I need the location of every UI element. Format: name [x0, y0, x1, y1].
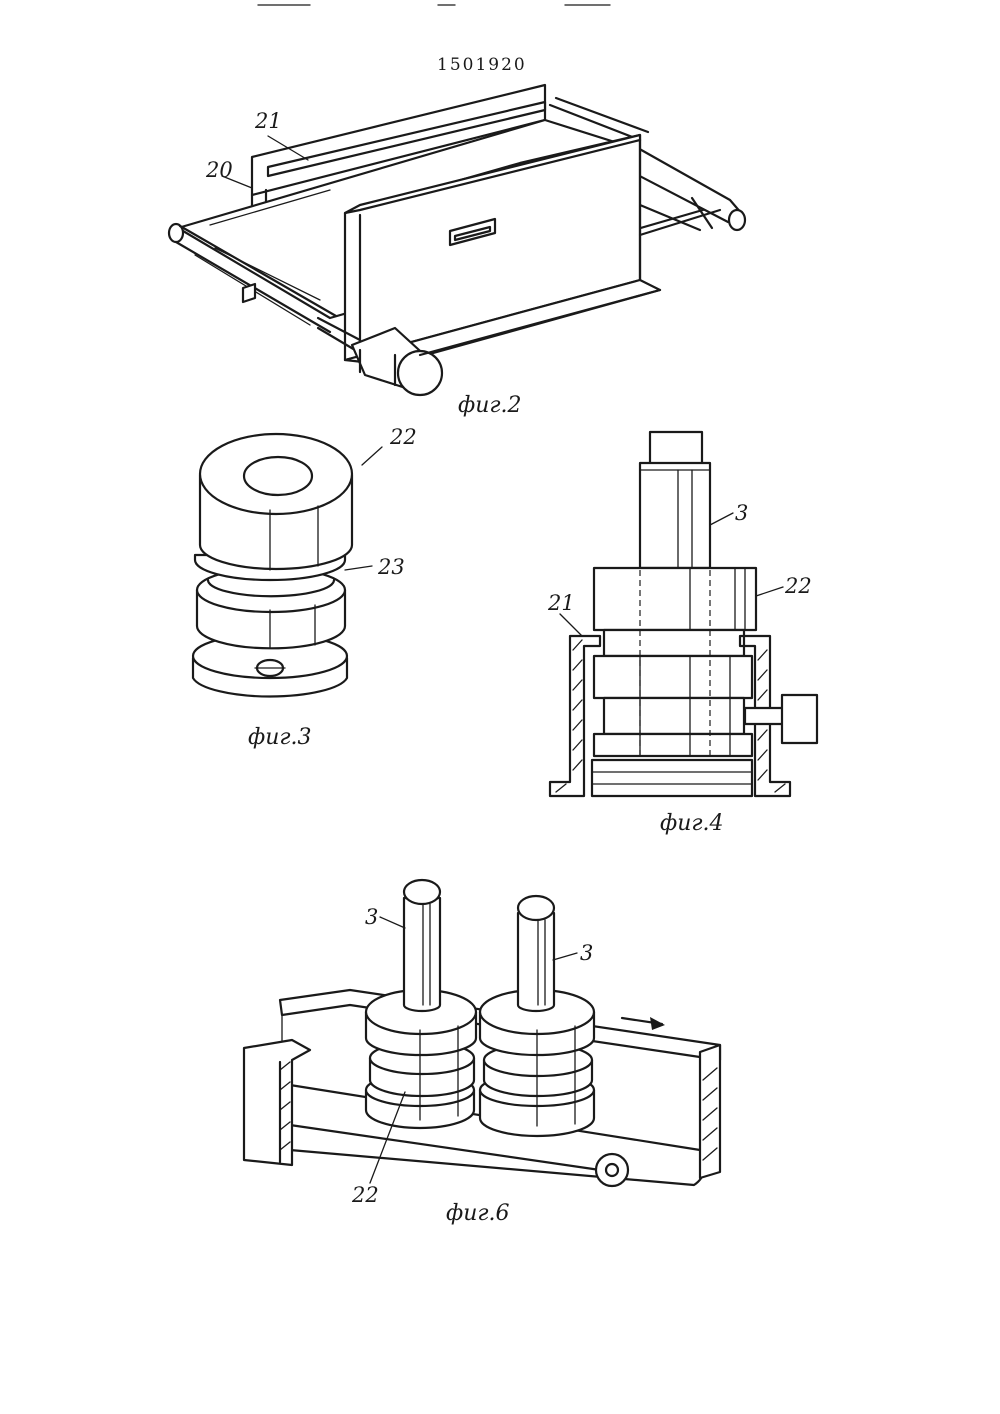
fig2-caption: фиг.2	[458, 393, 522, 418]
fig3-caption: фиг.3	[248, 725, 312, 750]
fig6-label-22: 22	[351, 1183, 379, 1207]
document-number: 1501920	[437, 55, 527, 75]
figure-4-section: 3 22 21	[547, 432, 817, 796]
figure-2-conveyor: 21 20	[169, 85, 745, 395]
fig4-label-22: 22	[784, 574, 812, 598]
fig6-label-3-left: 3	[365, 905, 378, 929]
fig3-label-22: 22	[389, 425, 417, 449]
fig3-label-23: 23	[377, 555, 405, 579]
fig4-caption: фиг.4	[660, 811, 724, 836]
fig6-label-3-right: 3	[580, 941, 593, 965]
figure-6-stack-conveyor: 3 3 22	[244, 880, 720, 1207]
fig6-left-stack	[366, 880, 476, 1128]
fig4-label-3: 3	[735, 501, 748, 525]
fig6-right-stack	[480, 896, 594, 1136]
fig2-label-21: 21	[254, 109, 282, 133]
fig6-caption: фиг.6	[446, 1201, 510, 1226]
fig4-label-21: 21	[547, 591, 575, 615]
figure-3-disc-stack: 22 23	[193, 425, 417, 696]
